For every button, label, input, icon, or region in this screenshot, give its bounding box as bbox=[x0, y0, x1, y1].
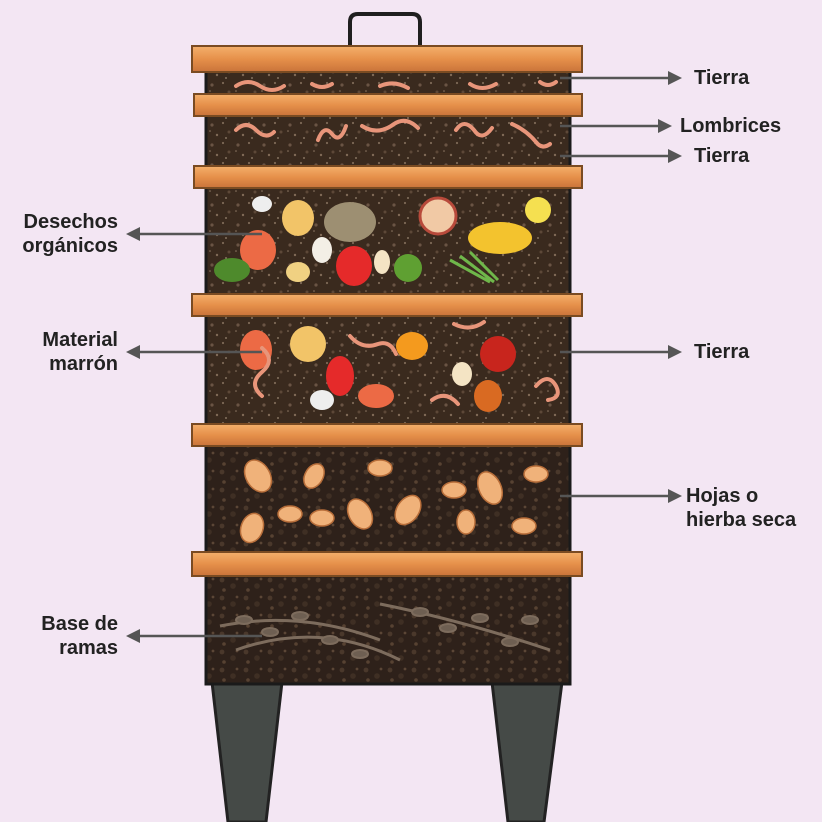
handle bbox=[350, 14, 420, 48]
label-base-line2: ramas bbox=[8, 636, 118, 660]
label-hojas: Hojas o hierba seca bbox=[686, 484, 816, 532]
label-desechos-line2: orgánicos bbox=[8, 234, 118, 258]
label-tierra-right: Tierra bbox=[694, 340, 749, 364]
label-hojas-line2: hierba seca bbox=[686, 508, 816, 532]
label-material-line2: marrón bbox=[8, 352, 118, 376]
label-desechos-line1: Desechos bbox=[8, 210, 118, 234]
label-desechos: Desechos orgánicos bbox=[8, 210, 118, 258]
plank-2 bbox=[194, 94, 582, 116]
plank-6 bbox=[192, 552, 582, 576]
left-leg bbox=[212, 682, 282, 822]
plank-4 bbox=[192, 294, 582, 316]
label-tierra-mid: Tierra bbox=[694, 144, 749, 168]
label-material: Material marrón bbox=[8, 328, 118, 376]
layer-dry-leaves bbox=[206, 436, 570, 556]
plank-5 bbox=[192, 424, 582, 446]
label-base: Base de ramas bbox=[8, 612, 118, 660]
label-lombrices: Lombrices bbox=[680, 114, 781, 138]
label-base-line1: Base de bbox=[8, 612, 118, 636]
right-leg bbox=[492, 682, 562, 822]
label-material-line1: Material bbox=[8, 328, 118, 352]
plank-3 bbox=[194, 166, 582, 188]
label-hojas-line1: Hojas o bbox=[686, 484, 816, 508]
label-tierra-top: Tierra bbox=[694, 66, 749, 90]
plank-lid bbox=[192, 46, 582, 72]
layer-branches bbox=[206, 566, 570, 684]
